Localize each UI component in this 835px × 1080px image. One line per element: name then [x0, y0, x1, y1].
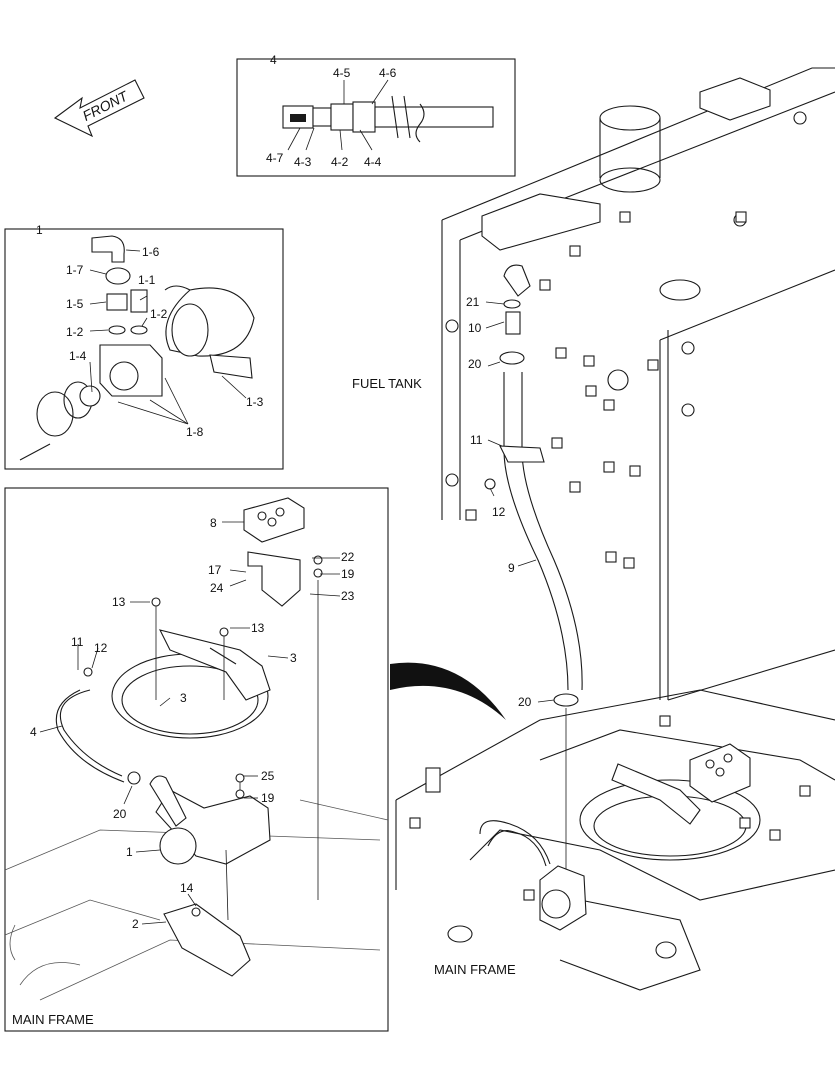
callout-4-3: 4-3 [294, 155, 312, 169]
callout-1-3: 1-3 [246, 395, 264, 409]
callout-20-left: 20 [113, 807, 127, 821]
callout-12-tank: 12 [492, 505, 506, 519]
callout-1-5: 1-5 [66, 297, 84, 311]
callout-4-6: 4-6 [379, 66, 397, 80]
callout-17: 17 [208, 563, 222, 577]
callout-13-right: 13 [251, 621, 265, 635]
inset-1: 1 1-6 1-7 1-1 1-5 1- [4, 223, 284, 470]
inset-1-title: 1 [36, 223, 43, 237]
callout-1-7: 1-7 [66, 263, 84, 277]
callout-11-tank: 11 [470, 433, 483, 447]
callout-8: 8 [210, 516, 217, 530]
front-arrow: FRONT [53, 79, 145, 138]
inset-main: 8 22 17 19 24 23 13 13 3 11 12 3 4 25 19… [4, 487, 389, 1032]
callout-19-lower: 19 [261, 791, 275, 805]
callout-1-8: 1-8 [186, 425, 204, 439]
callout-23: 23 [341, 589, 355, 603]
callout-25: 25 [261, 769, 275, 783]
inset-4: 4 4-5 4-6 4-7 4-3 4-2 4-4 [236, 53, 516, 177]
callout-1-6: 1-6 [142, 245, 160, 259]
fuel-tank-label: FUEL TANK [352, 376, 422, 391]
callout-1-1: 1-1 [138, 273, 156, 287]
callout-24: 24 [210, 581, 224, 595]
callout-11: 11 [71, 635, 84, 649]
callout-4-5: 4-5 [333, 66, 351, 80]
callout-13-left: 13 [112, 595, 126, 609]
callout-1-4: 1-4 [69, 349, 87, 363]
callout-1: 1 [126, 845, 133, 859]
callout-22: 22 [341, 550, 355, 564]
inset-4-title: 4 [270, 53, 277, 67]
callout-20-tank-upper: 20 [468, 357, 482, 371]
callout-3-center: 3 [180, 691, 187, 705]
callout-14: 14 [180, 881, 194, 895]
callout-1-2-upper: 1-2 [150, 307, 168, 321]
view-link-arrow [390, 662, 506, 720]
callout-4-4: 4-4 [364, 155, 382, 169]
callout-9: 9 [508, 561, 515, 575]
main-frame-label-inset: MAIN FRAME [12, 1012, 94, 1027]
main-frame-label: MAIN FRAME [434, 962, 516, 977]
callout-4-2: 4-2 [331, 155, 349, 169]
callout-1-2-lower: 1-2 [66, 325, 84, 339]
callout-4-7: 4-7 [266, 151, 284, 165]
callout-19-upper: 19 [341, 567, 355, 581]
callout-12: 12 [94, 641, 108, 655]
callout-20-tank-lower: 20 [518, 695, 532, 709]
callout-2: 2 [132, 917, 139, 931]
callout-3-right: 3 [290, 651, 297, 665]
fuel-tank: 21 10 20 11 12 9 20 FUEL TANK [352, 67, 835, 870]
callout-10: 10 [468, 321, 482, 335]
main-frame: MAIN FRAME [395, 689, 835, 991]
callout-4: 4 [30, 725, 37, 739]
callout-21: 21 [466, 295, 480, 309]
